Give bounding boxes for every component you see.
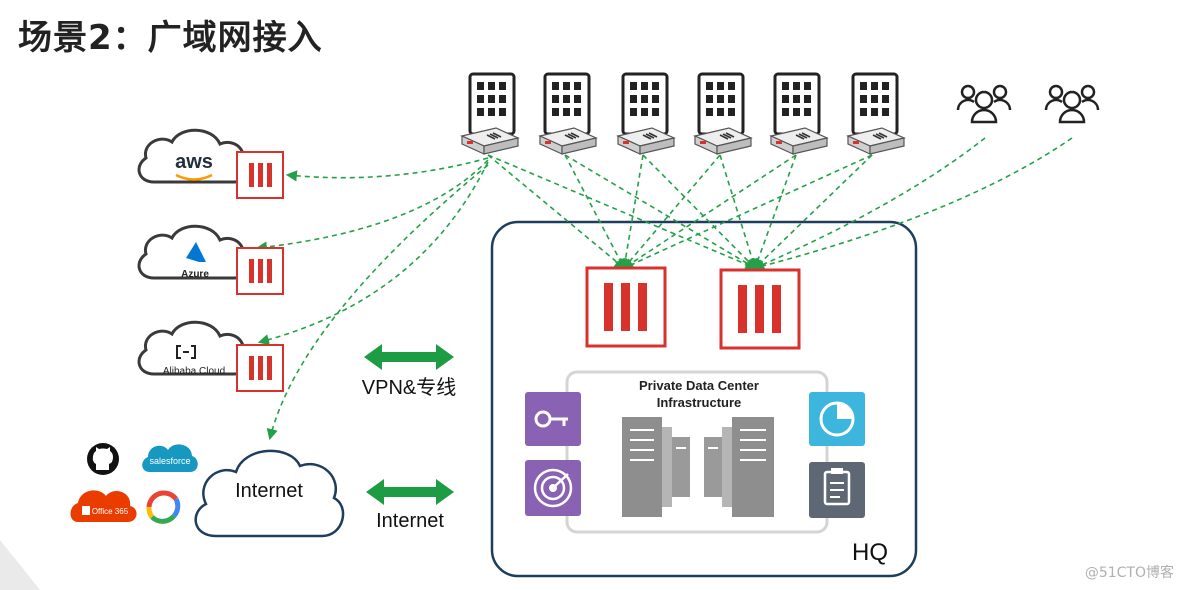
- alibaba-logo-icon: [176, 345, 196, 359]
- building-icon: [851, 72, 899, 136]
- corner-decoration: [0, 540, 40, 590]
- google-workspace-icon: [146, 490, 181, 524]
- internet-cloud-label: Internet: [235, 480, 303, 502]
- azure-logo-icon: [186, 242, 206, 262]
- hq-label: HQ: [852, 539, 888, 566]
- vpn-label: VPN&专线: [362, 376, 456, 399]
- clipboard-icon: [809, 462, 865, 518]
- aws-logo-text: aws: [175, 151, 213, 173]
- salesforce-icon: [142, 444, 198, 472]
- aws-smile-icon: [175, 173, 213, 181]
- page-title: 场景2：广域网接入: [18, 18, 323, 58]
- key-icon: [525, 392, 581, 446]
- internet-double-arrow-icon: [366, 479, 454, 505]
- firewall-icon: [719, 268, 801, 350]
- building-icon: [773, 72, 821, 136]
- datacenter-title-line1: Private Data Center: [639, 378, 759, 393]
- office365-icon: [70, 490, 137, 522]
- wan-links: [255, 137, 1073, 441]
- radar-icon: [525, 460, 581, 516]
- internet-link-label: Internet: [376, 510, 444, 532]
- building-icon: [697, 72, 745, 136]
- building-icon: [468, 72, 516, 136]
- building-icon: [621, 72, 669, 136]
- server-icon: [622, 417, 774, 517]
- internet-cloud-icon: [194, 449, 345, 538]
- salesforce-logo-text: salesforce: [149, 456, 190, 466]
- github-icon: [87, 443, 119, 475]
- datacenter-title-line2: Infrastructure: [657, 395, 742, 410]
- firewall-icon: [585, 266, 667, 348]
- building-icon: [543, 72, 591, 136]
- firewall-icon: [236, 151, 284, 199]
- pie-chart-icon: [809, 392, 865, 446]
- watermark: @51CTO博客: [1084, 565, 1174, 581]
- azure-logo-text: Azure: [181, 269, 209, 280]
- users-icon: [1044, 84, 1100, 124]
- alibaba-logo-text: Alibaba Cloud: [163, 366, 225, 377]
- vpn-double-arrow-icon: [364, 344, 454, 370]
- firewall-icon: [236, 247, 284, 295]
- users-icon: [956, 84, 1012, 124]
- office365-logo-text: Office 365: [92, 507, 129, 516]
- firewall-icon: [236, 344, 284, 392]
